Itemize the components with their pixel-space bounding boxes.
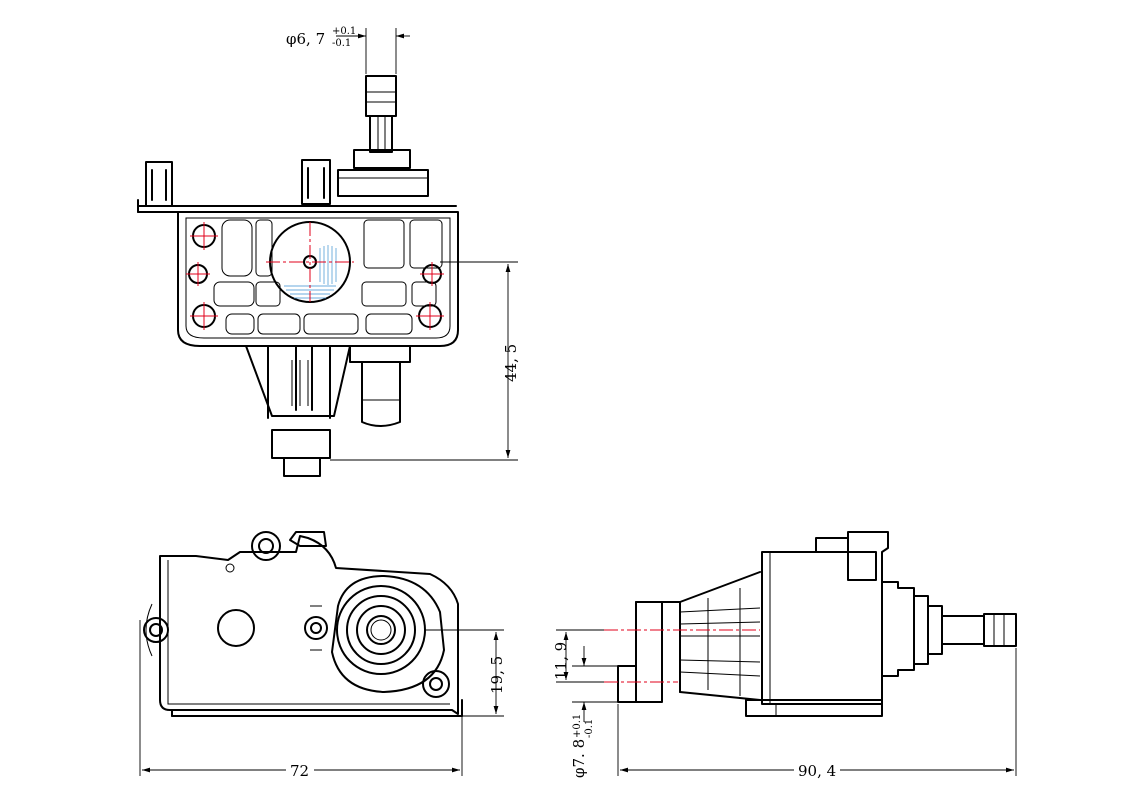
shaft-tol-upper: +0.1	[332, 26, 356, 37]
shaft-diameter-label: φ6, 7	[286, 30, 325, 48]
side-boss-left	[617, 665, 637, 703]
offset-label: 11, 9	[552, 642, 570, 680]
dim-boss-diameter: φ7. 8 +0.1 -0.1	[570, 646, 620, 778]
dim-length: 90, 4	[617, 648, 1017, 780]
side-base	[745, 699, 883, 717]
shaft-body	[369, 115, 393, 153]
side-shaft-tip	[983, 613, 1017, 647]
bottom-lug	[422, 670, 450, 698]
boss-tol-upper: +0.1	[572, 714, 583, 738]
output-shaft	[366, 615, 396, 645]
side-shaft	[941, 615, 985, 645]
mounting-holes	[186, 222, 444, 330]
side-flange	[881, 581, 915, 677]
boss-diameter-label: φ7. 8	[570, 739, 588, 778]
front-view: 19, 5 72	[139, 531, 506, 780]
dim-shaft-diameter: φ6, 7 +0.1 -0.1	[286, 26, 410, 74]
bearing-housing	[337, 169, 429, 197]
shaft-height-label: 19, 5	[488, 656, 506, 694]
motor-cone	[245, 345, 351, 417]
output-housing	[331, 575, 445, 693]
side-main-block	[761, 531, 889, 705]
side-view: 11, 9 φ7. 8 +0.1 -0.1 90, 4	[552, 531, 1017, 780]
top-view: φ6, 7 +0.1 -0.1 44, 5	[137, 26, 520, 477]
clip-left	[145, 161, 173, 207]
housing-outline	[159, 535, 459, 715]
width-label: 72	[290, 762, 309, 780]
boss-tol-lower: -0.1	[584, 719, 595, 738]
dim-offset: 11, 9	[552, 629, 604, 683]
clip-middle	[301, 159, 331, 205]
gearbox-plate	[177, 211, 459, 347]
output-gear-outer	[336, 585, 426, 675]
shaft-collar	[353, 149, 411, 169]
shaft-tip	[365, 75, 397, 117]
length-label: 90, 4	[798, 762, 836, 780]
left-lug	[143, 617, 169, 643]
boss-circle	[217, 609, 255, 647]
motor-end	[271, 429, 331, 459]
shaft-tol-lower: -0.1	[332, 38, 351, 49]
motor-tail	[283, 457, 321, 477]
middle-lug	[304, 616, 328, 640]
dim-shaft-height: 19, 5	[426, 629, 506, 717]
dim-height: 44, 5	[330, 261, 520, 461]
dim-width: 72	[139, 620, 463, 780]
height-label: 44, 5	[502, 344, 520, 382]
side-motor-end	[635, 601, 663, 703]
side-boss	[361, 361, 401, 427]
top-boss	[251, 531, 281, 561]
